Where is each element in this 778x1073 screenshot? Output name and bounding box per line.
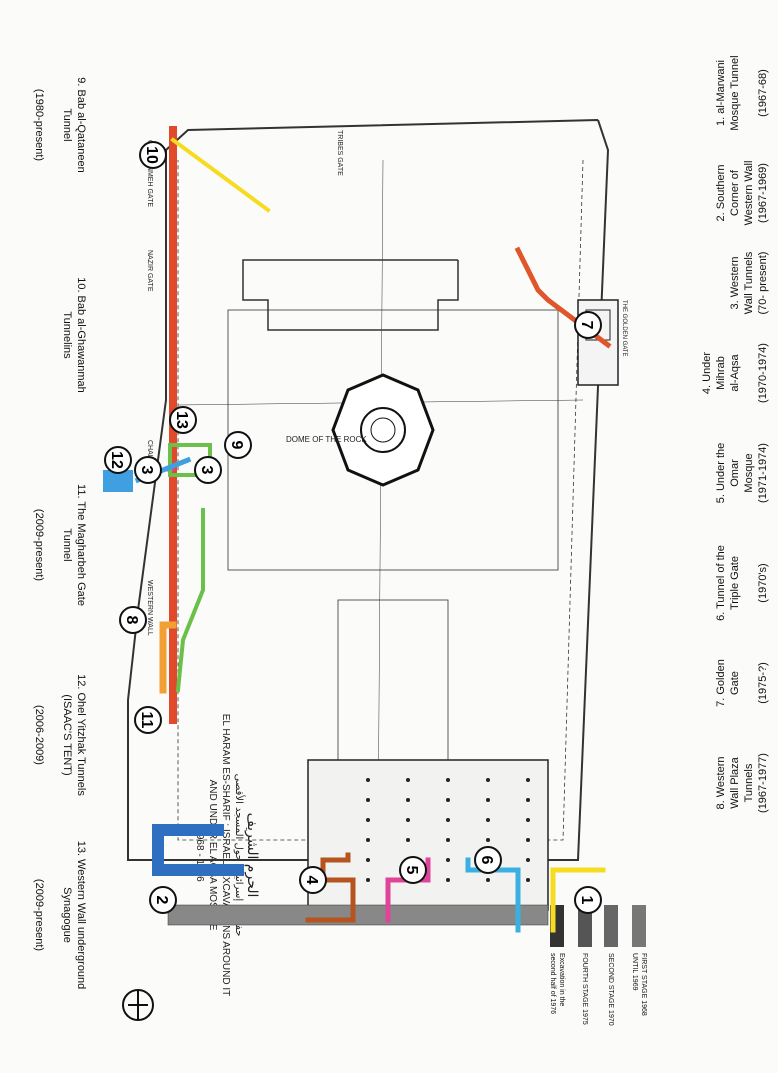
marker-label: 3 (198, 466, 215, 475)
marker-circle (134, 456, 162, 484)
path-8-plaza (159, 621, 177, 694)
marker-circle (104, 446, 132, 474)
marker-circle (134, 706, 162, 734)
label-tribes-gate: TRIBES GATE (336, 130, 343, 176)
marker-circle (399, 856, 427, 884)
marker-circle (139, 141, 167, 169)
marker-label: 10 (143, 146, 160, 164)
marker-circle (149, 886, 177, 914)
marker-label: 3 (138, 466, 155, 475)
path-2-southern-corner (152, 824, 244, 876)
compound-outline (127, 119, 610, 861)
marker-label: 13 (173, 411, 190, 429)
marker-circle (299, 866, 327, 894)
marker-circle (574, 886, 602, 914)
marker-circle (119, 606, 147, 634)
dome-of-the-rock (331, 373, 435, 487)
marker-label: 12 (108, 451, 125, 469)
label-nazir-gate: NAZIR GATE (146, 250, 153, 292)
marker-label: 2 (153, 896, 170, 905)
marker-label: 4 (303, 876, 320, 885)
al-aqsa-mosque (167, 759, 549, 926)
marker-label: 6 (478, 856, 495, 865)
marker-label: 5 (403, 866, 420, 875)
path-12-isaac-box (103, 470, 133, 492)
marker-circle (194, 456, 222, 484)
path-11-magharbeh (175, 508, 205, 693)
marker-label: 9 (228, 441, 245, 450)
label-ghawanmeh-gate: GHAWANMEH GATE (146, 140, 153, 207)
marker-circle (169, 406, 197, 434)
marker-circle (574, 311, 602, 339)
marker-circle (474, 846, 502, 874)
label-golden-gate: THE GOLDEN GATE (621, 300, 627, 357)
marker-label: 7 (578, 321, 595, 330)
label-western-wall: WESTERN WALL (146, 580, 153, 636)
path-1-marwani (550, 867, 606, 933)
marker-circle (224, 431, 252, 459)
label-dome: DOME OF THE ROCK (286, 435, 367, 444)
marker-label: 8 (123, 616, 140, 625)
marker-label: 1 (578, 896, 595, 905)
marker-label: 11 (138, 712, 155, 729)
path-9-qataneen (170, 137, 271, 213)
north-arrow-icon (122, 989, 154, 1021)
